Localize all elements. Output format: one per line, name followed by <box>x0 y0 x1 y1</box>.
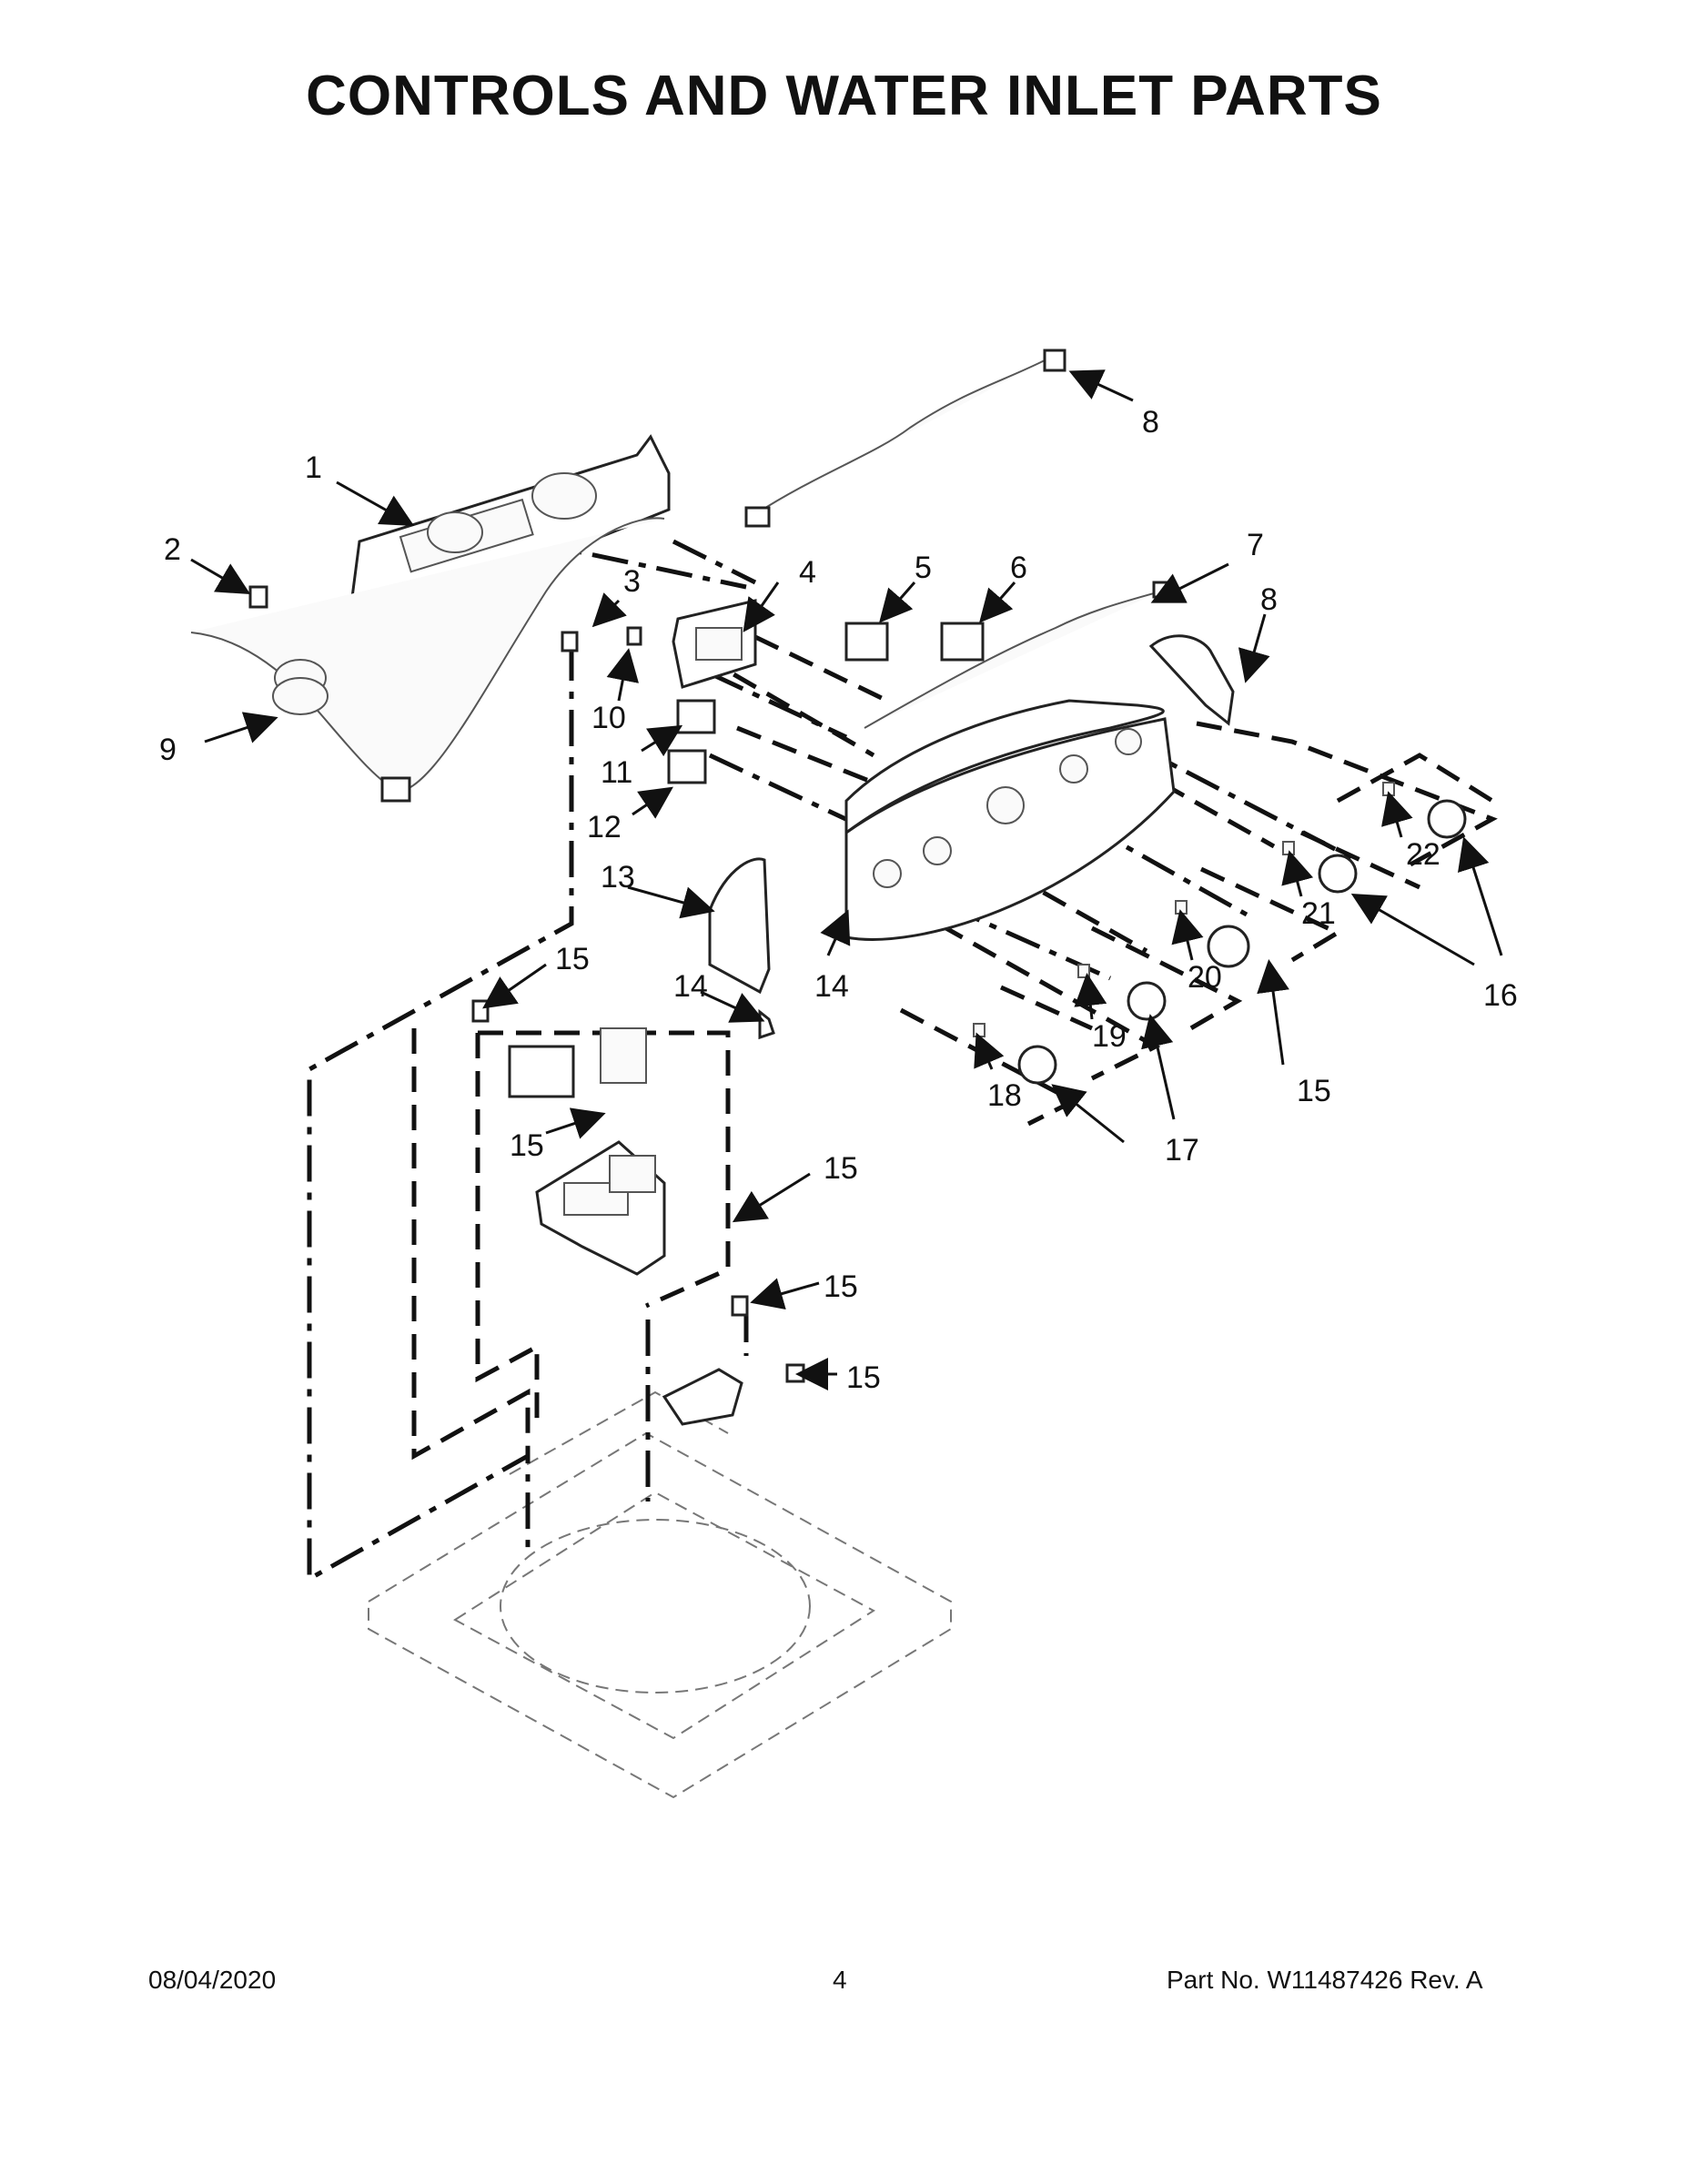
callout-18: 15 <box>510 1128 544 1163</box>
wire-harness <box>744 349 1066 528</box>
callout-8: 2 <box>164 532 181 567</box>
callout-20: 8 <box>1142 405 1159 440</box>
end-cap-right <box>1148 634 1235 726</box>
end-cap-left <box>708 857 771 995</box>
callout-19: 6 <box>1010 551 1027 585</box>
callout-11: 9 <box>159 733 177 767</box>
page-title: CONTROLS AND WATER INLET PARTS <box>306 65 1382 127</box>
callout-15a: 18 <box>987 1078 1022 1113</box>
callout-4: 8 <box>1260 582 1278 617</box>
bracket <box>758 1008 775 1040</box>
callout-22: 15 <box>846 1360 881 1395</box>
leader-arrows <box>190 369 1503 1390</box>
footer-date: 08/04/2020 <box>148 1966 277 1994</box>
sensor <box>662 1363 805 1426</box>
callout-10: 10 <box>591 701 626 735</box>
callout-15b: 19 <box>1092 1019 1127 1054</box>
callout-16: 7 <box>1247 528 1264 562</box>
callout-13: 15 <box>1297 1074 1331 1108</box>
callout-15d: 21 <box>1301 896 1336 931</box>
control-board <box>672 599 757 689</box>
footer-part-number: Part No. W11487426 Rev. A <box>1167 1966 1483 1994</box>
callout-5: 14 <box>673 969 708 1004</box>
callout-2: 5 <box>915 551 932 585</box>
water-valve <box>508 1027 656 1193</box>
knobs-and-inserts <box>973 782 1467 1085</box>
callout-17: 15 <box>824 1151 858 1186</box>
footer-page-number: 4 <box>833 1966 847 1994</box>
callout-7: 1 <box>305 450 322 485</box>
callout-15e: 22 <box>1406 837 1440 872</box>
callout-6: 4 <box>799 555 816 590</box>
callout-23: 15 <box>824 1269 858 1304</box>
switches-9-21 <box>667 699 716 784</box>
callout-labels: 1 2 3 4 5 6 7 8 8 9 10 11 12 13 14 14 15… <box>159 405 1518 1395</box>
callout-9: 11 <box>601 755 632 790</box>
callout-8b: 15 <box>555 942 590 976</box>
callout-21: 12 <box>587 810 622 844</box>
console <box>844 699 1176 941</box>
callout-14b: 17 <box>1165 1133 1199 1168</box>
switches-2-19 <box>844 622 985 662</box>
callout-14a: 16 <box>1483 978 1518 1013</box>
callout-1: 14 <box>814 969 849 1004</box>
callout-15c: 20 <box>1188 960 1222 995</box>
washer-top-outline <box>368 1390 952 1799</box>
callout-12: 3 <box>623 564 641 599</box>
power-cord <box>190 517 665 803</box>
screws <box>248 585 749 1317</box>
callout-3: 13 <box>601 860 635 895</box>
